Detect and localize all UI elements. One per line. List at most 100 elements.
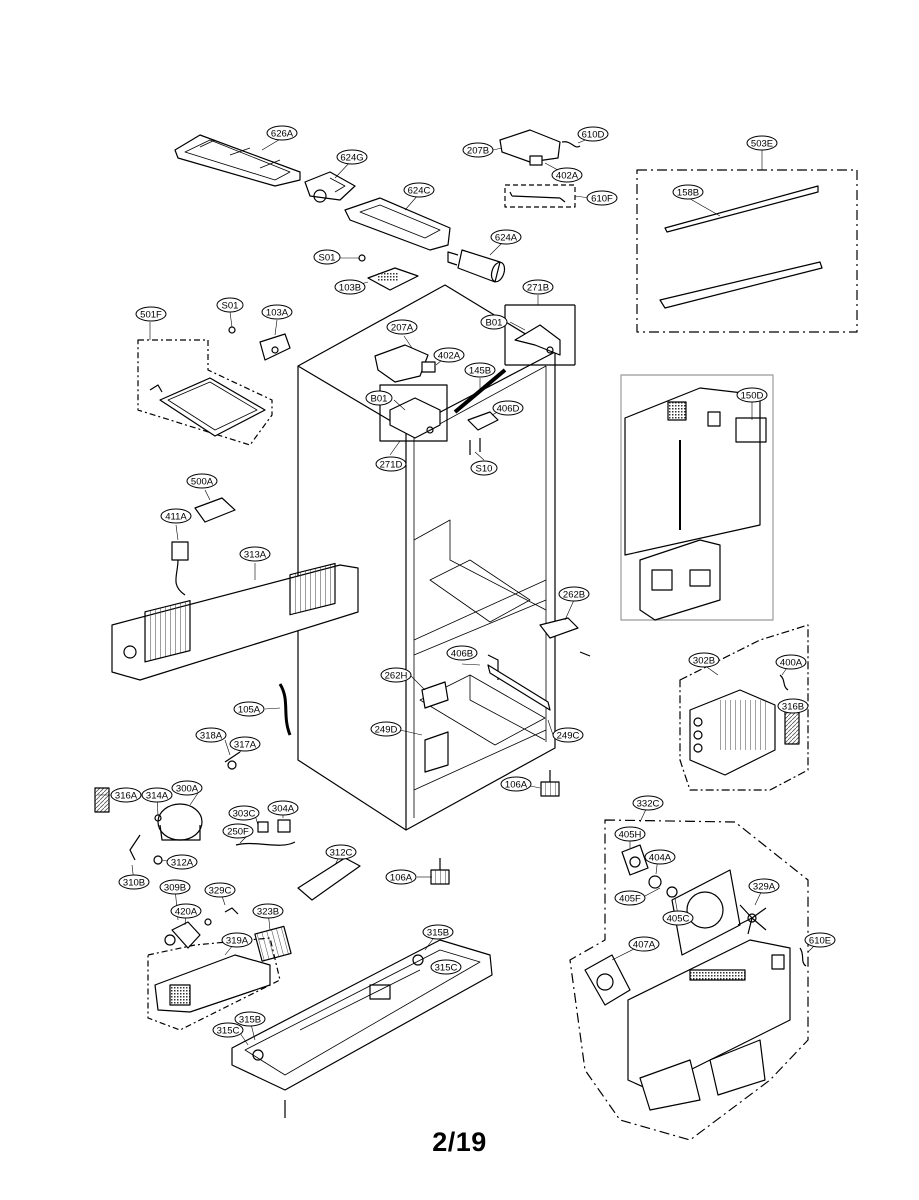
base-tray-319A <box>154 954 271 1013</box>
pad-316A <box>94 787 110 813</box>
callout-158B: 158B <box>677 188 699 199</box>
part-103A <box>259 333 291 361</box>
callout: 145B <box>464 362 496 378</box>
callout-S01-b: S01 <box>222 301 239 312</box>
callout: 304A <box>267 800 299 816</box>
pad-323B <box>254 925 292 962</box>
duct-312C <box>297 857 361 901</box>
callout: 314A <box>141 787 173 803</box>
callout-314A: 314A <box>146 791 169 802</box>
callout: 105A <box>233 701 265 717</box>
callout: 249C <box>552 727 584 743</box>
part-402A-mid <box>421 361 436 373</box>
part-626A-cover <box>174 134 301 187</box>
tube-105A <box>278 683 292 736</box>
drawer-rail-249D <box>421 681 449 773</box>
screws-S10 <box>469 438 481 455</box>
box-302B <box>679 624 809 791</box>
callout: 312A <box>166 854 198 870</box>
wire-610E <box>799 947 807 967</box>
callout: 207B <box>462 142 494 158</box>
callout: 317A <box>229 736 261 752</box>
callout-405F: 405F <box>619 894 641 905</box>
callout-610D: 610D <box>582 130 605 141</box>
cord-411A <box>171 541 189 596</box>
callout: 103B <box>334 279 366 295</box>
callout: S01 <box>313 249 341 265</box>
callout-249C: 249C <box>557 731 580 742</box>
wire-610F <box>509 191 566 203</box>
callout: 626A <box>266 125 298 141</box>
callout: 250F <box>222 823 254 839</box>
callout: 315C <box>212 1022 244 1038</box>
part-158B-strip <box>659 185 823 309</box>
part-207B-cover <box>499 129 561 163</box>
callout: 323B <box>252 903 284 919</box>
callout: 624C <box>403 182 435 198</box>
callout-315B-a: 315B <box>427 928 449 939</box>
callout-323B: 323B <box>257 907 279 918</box>
bottom-plate <box>231 939 493 1091</box>
fan-motor-405H <box>621 844 649 876</box>
part-303C <box>257 821 269 833</box>
part-207A <box>374 344 429 383</box>
callout-150D: 150D <box>741 391 764 402</box>
callout-316B: 316B <box>782 702 804 713</box>
callout: 315C <box>430 959 462 975</box>
callout-315C-a: 315C <box>435 963 458 974</box>
callout-624A: 624A <box>495 233 518 244</box>
tray-501F <box>149 377 266 437</box>
callout-402A-top: 402A <box>556 171 579 182</box>
part-304A <box>277 819 291 833</box>
callout-610E: 610E <box>809 936 831 947</box>
callout: 315B <box>422 924 454 940</box>
callout-329A: 329A <box>753 882 776 893</box>
callout-B01-a: B01 <box>486 318 503 329</box>
callout: 316B <box>777 698 809 714</box>
callout-500A: 500A <box>191 477 214 488</box>
callout-316A: 316A <box>115 791 138 802</box>
callout: 300A <box>171 780 203 796</box>
callout: 150D <box>736 387 768 403</box>
callout-262H: 262H <box>385 671 408 682</box>
callout-S01-a: S01 <box>319 253 336 264</box>
part-309B <box>204 918 212 926</box>
callout-406D: 406D <box>497 404 520 415</box>
callout: 406D <box>492 400 524 416</box>
callout-624C: 624C <box>408 186 431 197</box>
callout: 329A <box>748 878 780 894</box>
callout-271D: 271D <box>380 460 403 471</box>
callout: 262B <box>558 586 590 602</box>
callout: 207A <box>386 319 418 335</box>
back-panel-313A <box>111 562 359 681</box>
box-503E <box>636 169 858 333</box>
callout: 624A <box>490 229 522 245</box>
part-404A <box>648 875 662 889</box>
callout: 411A <box>160 508 192 524</box>
callout: 407A <box>628 936 660 952</box>
callout-207B: 207B <box>467 146 489 157</box>
callout-271B: 271B <box>527 283 549 294</box>
callout: 402A <box>551 167 583 183</box>
callout-411A: 411A <box>165 512 187 523</box>
bracket-262B <box>539 617 579 639</box>
screw-S01-b <box>228 326 236 334</box>
callout: 404A <box>644 849 676 865</box>
callout: 106A <box>385 869 417 885</box>
callout: 400A <box>775 654 807 670</box>
evaporator-cover-panel <box>624 387 767 621</box>
callout: 106A <box>500 776 532 792</box>
callout-313A: 313A <box>244 550 267 561</box>
callout: 249D <box>370 721 402 737</box>
part-310B <box>129 834 141 861</box>
callout: B01 <box>365 390 393 406</box>
callout-624G: 624G <box>340 153 363 164</box>
callout-315C-b: 315C <box>217 1026 240 1037</box>
callout-312C: 312C <box>330 848 353 859</box>
callout: 405F <box>614 890 646 906</box>
part-624A-filter <box>447 249 506 283</box>
leveling-foot-106A-b <box>430 858 450 885</box>
part-405C <box>666 886 678 898</box>
callout: S01 <box>216 297 244 313</box>
